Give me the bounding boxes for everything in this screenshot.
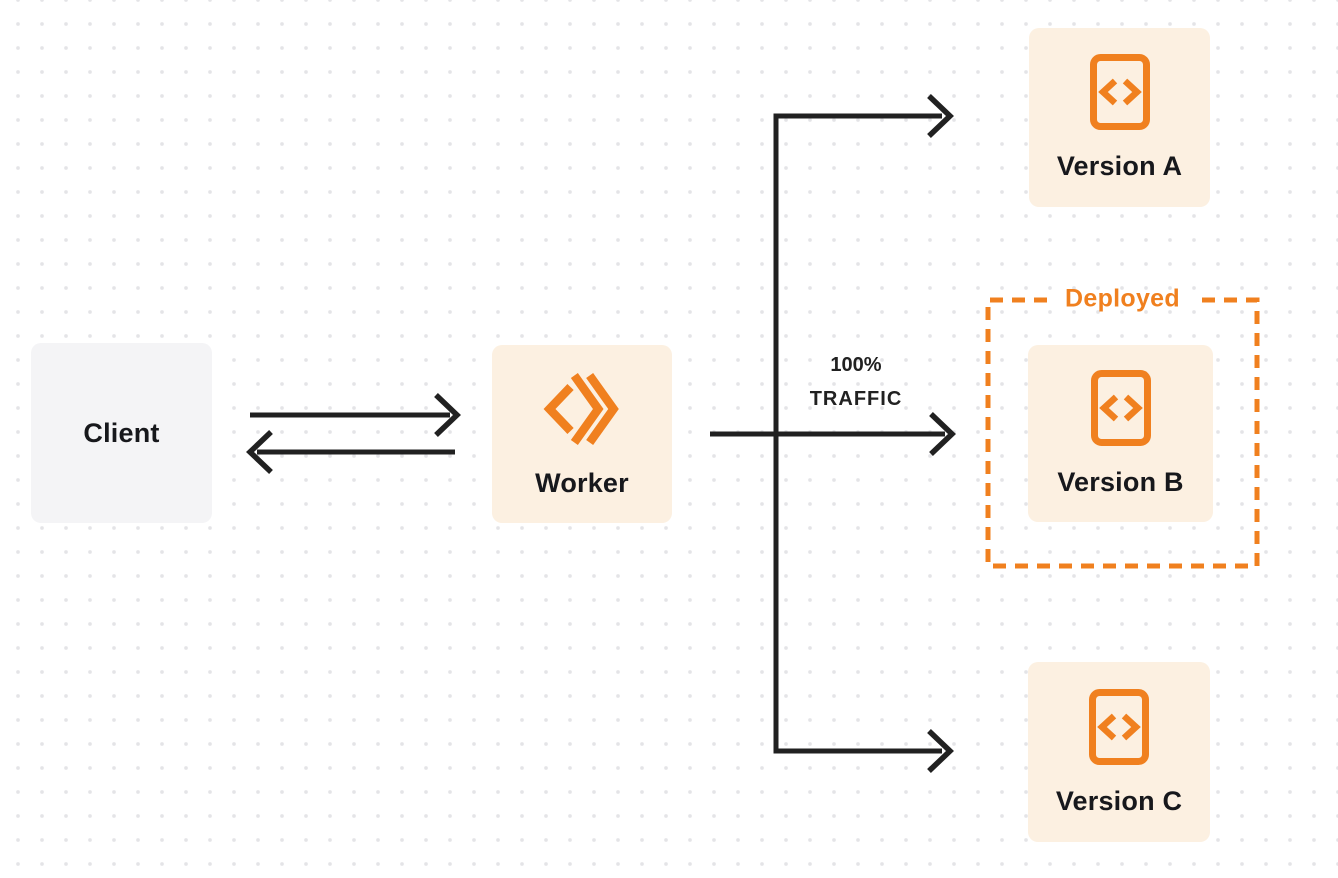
version-c-label: Version C <box>1055 785 1183 816</box>
arrowhead-right-icon <box>434 393 461 437</box>
branch-line-versions-a-c <box>773 113 942 754</box>
deployed-dashed-frame <box>985 297 1260 569</box>
traffic-percent-label: 100% <box>830 354 882 376</box>
code-file-icon <box>1090 370 1151 446</box>
deployed-label: Deployed <box>1065 284 1180 313</box>
workers-logo-icon <box>543 372 619 445</box>
code-file-icon <box>1089 688 1149 765</box>
node-client: Client <box>31 343 212 523</box>
code-file-icon <box>1089 54 1150 130</box>
traffic-word-label: TRAFFIC <box>809 388 903 410</box>
client-label: Client <box>83 417 160 448</box>
node-version-b: Version B <box>1028 345 1213 522</box>
arrowhead-right-icon <box>927 729 954 773</box>
traffic-label: 100% TRAFFIC <box>786 348 926 416</box>
worker-label: Worker <box>535 467 629 498</box>
arrowhead-right-icon <box>927 94 954 138</box>
version-a-label: Version A <box>1056 151 1183 181</box>
node-version-a: Version A <box>1029 28 1210 207</box>
node-worker: Worker <box>492 345 672 523</box>
arrowhead-right-icon <box>929 412 956 456</box>
node-version-c: Version C <box>1028 662 1210 842</box>
version-b-label: Version B <box>1057 467 1184 497</box>
arrowhead-left-icon <box>246 430 273 474</box>
